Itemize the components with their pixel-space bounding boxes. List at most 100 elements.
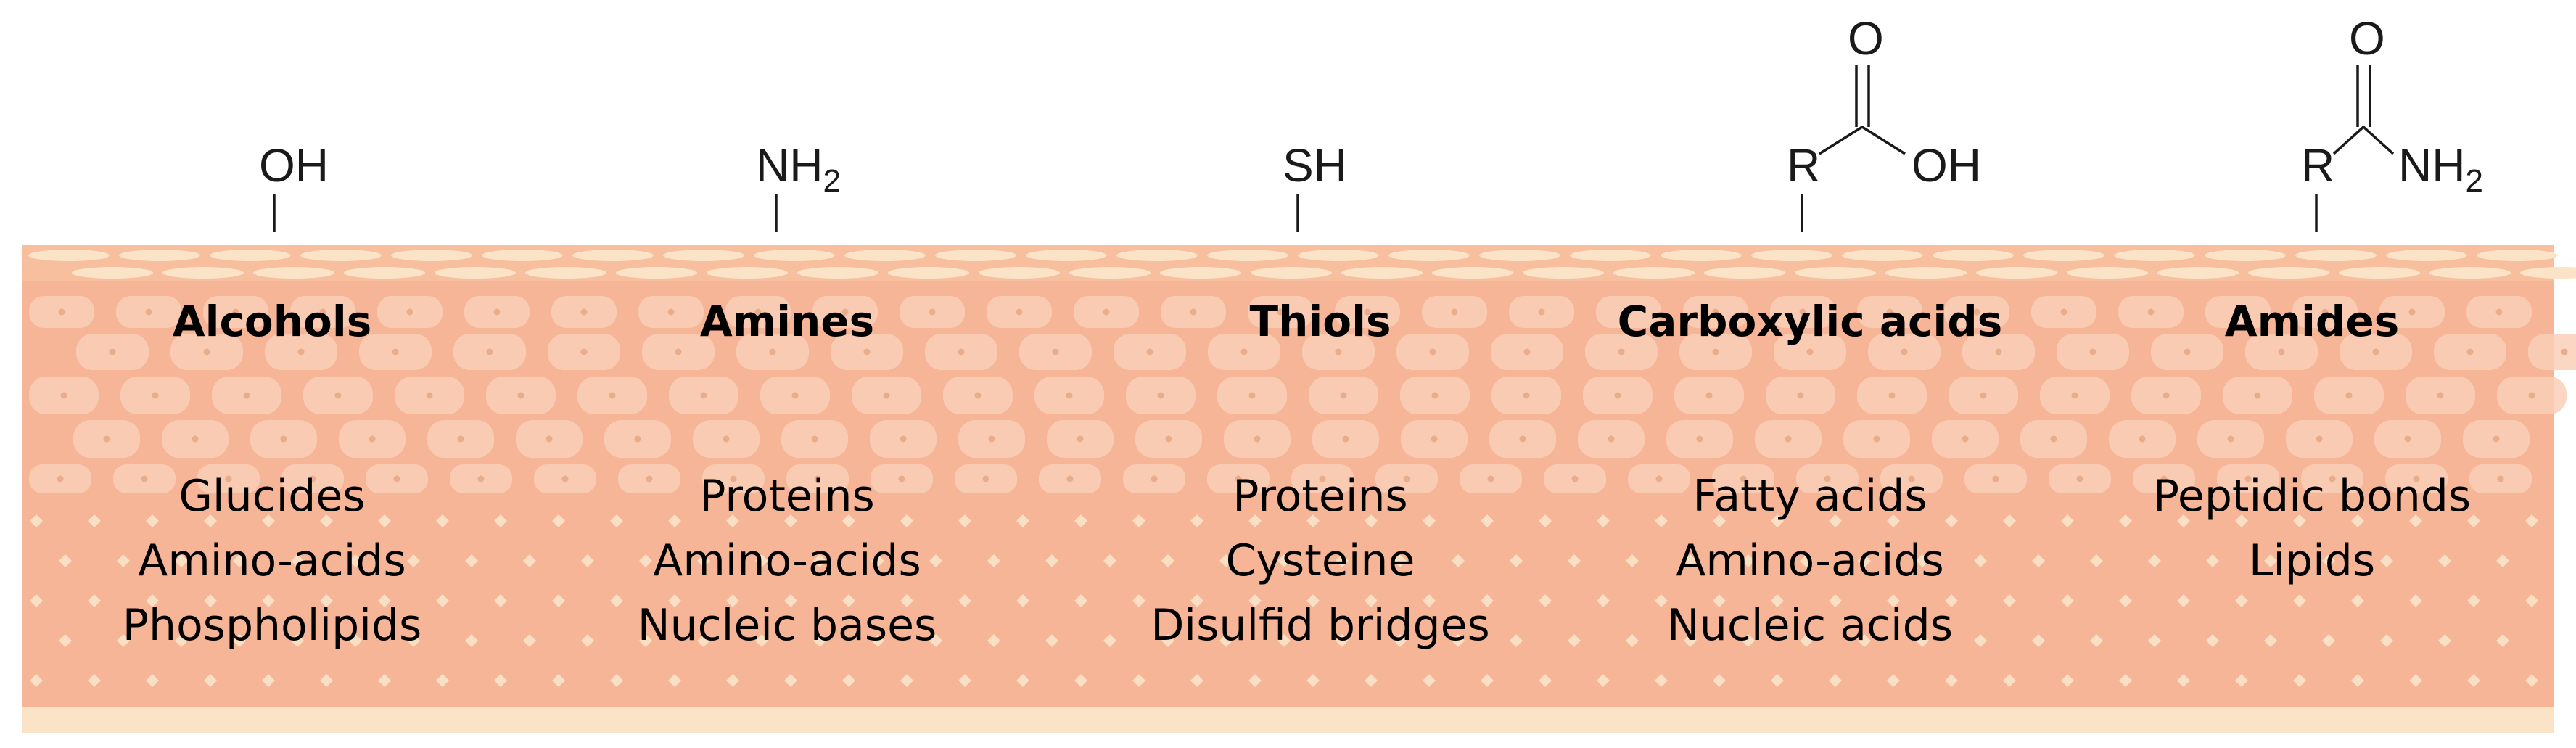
dermis-diamond <box>2235 514 2248 527</box>
dermis-diamond <box>842 594 855 607</box>
dermis-diamond <box>813 634 826 647</box>
dermis-diamond <box>436 594 449 607</box>
surface-cell <box>344 267 425 279</box>
dermis-diamond <box>1394 634 1407 647</box>
cell-nucleus <box>319 308 326 316</box>
dermis-diamond <box>2119 674 2132 687</box>
dermis-diamond <box>1626 554 1639 567</box>
cell-nucleus <box>1797 392 1804 399</box>
surface-cell <box>2339 267 2420 279</box>
cell-nucleus <box>457 435 464 443</box>
cell-nucleus <box>1705 392 1713 399</box>
dermis-diamond <box>1887 514 1900 527</box>
cell-nucleus <box>334 392 342 399</box>
dermis-diamond <box>900 594 913 607</box>
dermis-diamond <box>900 514 913 527</box>
surface-cell <box>2067 267 2148 279</box>
dermis-diamond <box>1045 554 1058 567</box>
cell-nucleus <box>769 348 776 355</box>
surface-cell <box>1341 267 1423 279</box>
cell-nucleus <box>1785 435 1792 443</box>
dermis-diamond <box>2235 674 2248 687</box>
dermis-diamond <box>1568 554 1581 567</box>
dermis-diamond <box>581 634 594 647</box>
cell-nucleus <box>2160 475 2168 482</box>
cell-nucleus <box>883 392 890 399</box>
cell-nucleus <box>309 475 316 482</box>
dermis-diamond <box>1800 634 1813 647</box>
dermis-diamond <box>552 594 565 607</box>
dermis-diamond <box>2467 514 2480 527</box>
dermis-diamond <box>378 514 391 527</box>
group-thiols: SH Thiols Proteins Cysteine Disulfid bri… <box>1063 0 1578 748</box>
cell-nucleus <box>982 475 989 482</box>
dermis-diamond <box>871 554 884 567</box>
dermis-diamond <box>175 554 188 567</box>
cell-nucleus <box>1712 348 1719 355</box>
dermis-diamond <box>1452 554 1465 567</box>
dermis-diamond <box>2467 594 2480 607</box>
cell-nucleus <box>2089 348 2096 355</box>
dermis-diamond <box>1219 634 1233 647</box>
dermis-diamond <box>1248 514 1262 527</box>
cell-nucleus <box>1240 348 1248 355</box>
dermis-diamond <box>1945 674 1958 687</box>
cell-nucleus <box>730 475 737 482</box>
dermis-diamond <box>1510 554 1523 567</box>
cell-nucleus <box>1995 348 2002 355</box>
dermis-diamond <box>1248 594 1262 607</box>
dermis-diamond <box>1365 594 1378 607</box>
cell-nucleus <box>477 475 485 482</box>
cell-nucleus <box>580 348 588 355</box>
surface-cell <box>844 250 926 261</box>
cell-nucleus <box>1571 475 1579 482</box>
dermis-diamond <box>958 594 971 607</box>
surface-cell <box>1570 250 1651 261</box>
cell-nucleus <box>2345 392 2353 399</box>
cell-nucleus <box>243 392 250 399</box>
surface-cell <box>754 250 835 261</box>
example-item: Amino-acids <box>138 535 406 586</box>
cell-nucleus <box>2234 308 2242 316</box>
amine-label: NH2 <box>2398 139 2483 199</box>
dermis-diamond <box>523 554 536 567</box>
dermis-diamond <box>59 634 72 647</box>
cell-nucleus <box>2321 308 2329 316</box>
dermis-diamond <box>842 674 855 687</box>
dermis-diamond <box>146 514 159 527</box>
dermis-diamond <box>1626 634 1639 647</box>
dermis-diamond <box>407 554 420 567</box>
cell-nucleus <box>406 308 413 316</box>
cell-nucleus <box>1403 475 1410 482</box>
surface-cell <box>1523 267 1604 279</box>
cell-nucleus <box>1429 348 1436 355</box>
dermis-diamond <box>1394 554 1407 567</box>
cell-nucleus <box>1740 475 1747 482</box>
dermis-diamond <box>1277 554 1291 567</box>
dermis-diamond <box>2061 594 2074 607</box>
cell-nucleus <box>2147 308 2155 316</box>
cell-nucleus <box>546 435 553 443</box>
examples-list: Proteins Cysteine Disulfid bridges <box>1063 464 1578 658</box>
cell-nucleus <box>1157 392 1164 399</box>
surface-cell <box>2386 250 2467 261</box>
dermis-diamond <box>1655 514 1668 527</box>
cell-nucleus <box>1235 475 1242 482</box>
dermis-diamond <box>88 674 101 687</box>
cell-nucleus <box>1799 308 1806 316</box>
dermis-diamond <box>1655 674 1668 687</box>
dermis-diamond <box>1568 634 1581 647</box>
surface-cell <box>1251 267 1332 279</box>
dermis-diamond <box>2351 594 2364 607</box>
cell-nucleus <box>1277 308 1284 316</box>
hydroxyl-structure: OH <box>259 139 329 232</box>
surface-cells <box>28 250 2576 279</box>
dermis-diamond <box>2061 514 2074 527</box>
dermis-diamond <box>726 674 739 687</box>
dermis-diamond <box>465 554 478 567</box>
cell-nucleus <box>1066 475 1074 482</box>
surface-cell <box>2520 267 2576 279</box>
cell-nucleus <box>2408 308 2416 316</box>
dermis-diamond <box>1365 674 1378 687</box>
surface-cell <box>2023 250 2104 261</box>
